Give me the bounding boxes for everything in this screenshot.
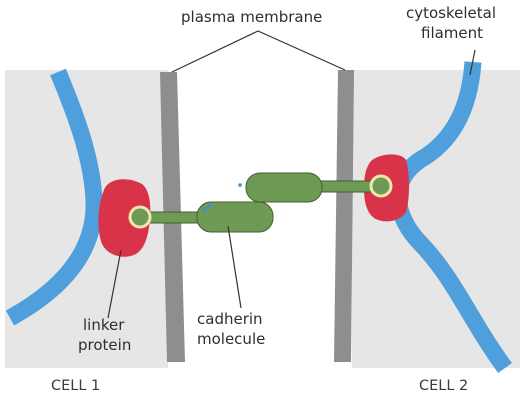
- cadherin-label-line2: molecule: [197, 330, 265, 348]
- plasma-membrane-label: plasma membrane: [181, 8, 322, 26]
- cell2-label: CELL 2: [419, 378, 468, 394]
- cell1-label: CELL 1: [51, 378, 100, 394]
- leader-cadherin-molecule: [228, 226, 241, 308]
- linker-label-line1: linker: [83, 316, 125, 334]
- cadherin-knob-cell1: [130, 207, 150, 227]
- cytoskeletal-label-line2: filament: [421, 24, 483, 42]
- cadherin-domain-cell2: [246, 173, 322, 202]
- cadherin-label-line1: cadherin: [197, 310, 263, 328]
- plasma-membrane-cell2: [334, 70, 354, 362]
- leader-plasma-membrane: [172, 31, 345, 72]
- cytoskeletal-label-line1: cytoskeletal: [406, 4, 496, 22]
- cadherin-knob-cell2: [371, 176, 391, 196]
- linker-label-line2: protein: [78, 336, 131, 354]
- blue-dot: [238, 183, 242, 187]
